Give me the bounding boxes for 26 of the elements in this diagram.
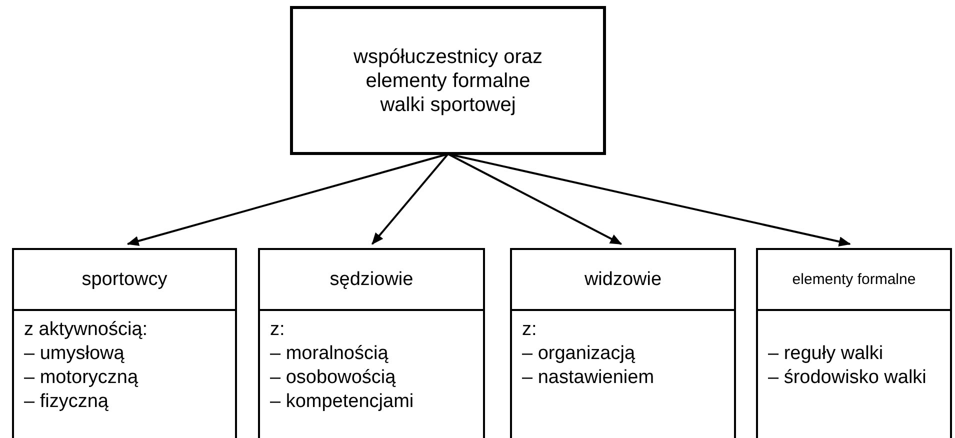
category-heading: sportowcy <box>14 250 235 311</box>
root-title: współuczestnicy oraz elementy formalne walki sportowej <box>352 44 544 116</box>
list-item: – fizyczną <box>24 390 108 414</box>
category-heading: widzowie <box>512 250 734 311</box>
root-box <box>290 6 606 155</box>
list-item: – nastawieniem <box>522 366 654 390</box>
arrow <box>372 153 449 245</box>
list-item: – organizacją <box>522 342 636 366</box>
list-item: – motoryczną <box>24 366 138 390</box>
category-box <box>12 248 237 438</box>
list-item: – środowisko walki <box>768 366 928 390</box>
list-item: z: <box>270 318 286 342</box>
list-item: z aktywnością: <box>24 318 148 342</box>
category-box <box>756 248 952 438</box>
list-item: z: <box>522 318 538 342</box>
list-item: – kompetencjami <box>270 390 414 414</box>
arrow <box>126 153 448 246</box>
category-box <box>510 248 736 438</box>
category-heading: sędziowie <box>260 250 483 311</box>
list-item: – reguły walki <box>768 342 884 366</box>
list-item: – umysłową <box>24 342 124 366</box>
arrow <box>448 153 622 245</box>
list-item: – moralnością <box>270 342 388 366</box>
category-heading: elementy formalne <box>758 250 950 311</box>
category-box <box>258 248 485 438</box>
list-item: – osobowością <box>270 366 396 390</box>
